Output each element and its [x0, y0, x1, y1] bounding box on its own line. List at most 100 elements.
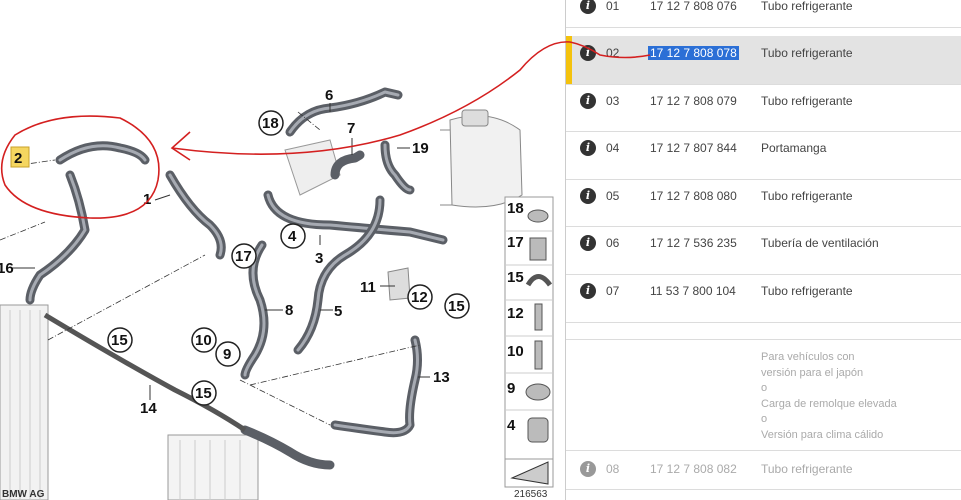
svg-text:1: 1: [143, 191, 151, 208]
svg-text:9: 9: [223, 346, 231, 363]
callout-2[interactable]: 2: [10, 146, 30, 168]
svg-text:17: 17: [507, 234, 524, 251]
callout-19[interactable]: 19: [412, 140, 429, 157]
part-row-01[interactable]: i 01 17 12 7 808 076 Tubo refrigerante: [566, 0, 961, 28]
bracket-drawing: [387, 267, 411, 301]
callout-6[interactable]: 6: [325, 87, 333, 104]
hoses: [25, 87, 448, 470]
info-icon[interactable]: i: [580, 283, 596, 299]
svg-text:4: 4: [507, 417, 516, 434]
callout-18[interactable]: 18: [258, 110, 284, 136]
note-line: Para vehículos con: [761, 351, 855, 363]
part-number[interactable]: 17 12 7 807 844: [650, 141, 737, 155]
parts-diagram[interactable]: 1 2 3 4 5 6 7 8 10 9 11 12 14 15 15 15 1…: [0, 0, 565, 500]
part-number[interactable]: 17 12 7 808 079: [650, 94, 737, 108]
note-line: versión para el japón: [761, 366, 864, 379]
part-row-02[interactable]: i 02 17 12 7 808 078 Tubo refrigerante: [566, 36, 961, 85]
svg-text:6: 6: [325, 87, 333, 104]
part-position: 05: [606, 189, 620, 203]
svg-text:9: 9: [507, 380, 515, 397]
part-name: Tubo refrigerante: [761, 94, 853, 108]
callout-16[interactable]: 16: [0, 260, 14, 277]
part-number-selected[interactable]: 17 12 7 808 078: [648, 46, 739, 60]
part-row-05[interactable]: i 05 17 12 7 808 080 Tubo refrigerante: [566, 180, 961, 227]
callout-1[interactable]: 1: [143, 191, 151, 208]
callout-9[interactable]: 9: [215, 341, 241, 367]
part-number[interactable]: 17 12 7 808 080: [650, 189, 737, 203]
part-position: 08: [606, 462, 620, 476]
svg-text:18: 18: [262, 115, 279, 132]
legend-18[interactable]: 18: [507, 200, 549, 223]
info-icon[interactable]: i: [580, 461, 596, 477]
callout-5[interactable]: 5: [334, 303, 342, 320]
svg-text:4: 4: [288, 228, 297, 245]
selection-indicator: [566, 36, 572, 84]
svg-text:17: 17: [235, 248, 252, 265]
legend-4[interactable]: 4: [507, 417, 549, 443]
svg-text:15: 15: [507, 269, 524, 286]
part-number[interactable]: 11 53 7 800 104: [650, 284, 736, 298]
callout-15c[interactable]: 15: [444, 293, 470, 319]
part-position: 06: [606, 236, 620, 250]
legend-10[interactable]: 10: [507, 340, 543, 370]
callout-15b[interactable]: 15: [191, 380, 217, 406]
note-line: Versión para clima cálido: [761, 428, 884, 441]
part-position: 03: [606, 94, 620, 108]
expansion-tank-drawing: [440, 109, 523, 208]
info-icon[interactable]: i: [580, 0, 596, 14]
svg-text:18: 18: [507, 200, 524, 217]
part-row-04[interactable]: i 04 17 12 7 807 844 Portamanga: [566, 132, 961, 180]
part-position: 04: [606, 141, 620, 155]
part-position: 02: [606, 46, 620, 60]
copyright-text: BMW AG: [2, 489, 45, 500]
part-number[interactable]: 17 12 7 536 235: [650, 236, 737, 250]
part-name: Tubo refrigerante: [761, 46, 853, 60]
part-number[interactable]: 17 12 7 808 082: [650, 462, 737, 476]
part-row-03[interactable]: i 03 17 12 7 808 079 Tubo refrigerante: [566, 85, 961, 132]
bottom-device-drawing: [167, 434, 259, 500]
callout-15a[interactable]: 15: [107, 327, 133, 353]
legend-17[interactable]: 17: [507, 234, 547, 261]
info-icon[interactable]: i: [580, 45, 596, 61]
callout-11[interactable]: 11: [360, 279, 376, 296]
info-icon[interactable]: i: [580, 140, 596, 156]
part-row-06[interactable]: i 06 17 12 7 536 235 Tubería de ventilac…: [566, 227, 961, 275]
callout-14[interactable]: 14: [140, 400, 157, 417]
legend-clip-shape-icon: [510, 461, 549, 485]
callout-10[interactable]: 10: [191, 327, 217, 353]
part-name: Portamanga: [761, 141, 827, 155]
callout-8[interactable]: 8: [285, 302, 293, 319]
note-line: Carga de remolque elevada: [761, 397, 897, 410]
note-line: o: [761, 413, 768, 425]
svg-text:7: 7: [347, 120, 355, 137]
svg-text:5: 5: [334, 303, 342, 320]
svg-text:15: 15: [195, 385, 212, 402]
info-icon[interactable]: i: [580, 188, 596, 204]
info-icon[interactable]: i: [580, 93, 596, 109]
legend-15[interactable]: 15: [507, 269, 553, 287]
callout-7[interactable]: 7: [347, 120, 355, 137]
svg-text:12: 12: [507, 305, 524, 322]
part-row-07[interactable]: i 07 11 53 7 800 104 Tubo refrigerante: [566, 275, 961, 323]
radiator-drawing: [0, 304, 49, 500]
callout-3[interactable]: 3: [315, 250, 323, 267]
info-icon[interactable]: i: [580, 235, 596, 251]
callout-4[interactable]: 4: [280, 223, 306, 249]
part-row-08[interactable]: i 08 17 12 7 808 082 Tubo refrigerante: [566, 450, 961, 490]
callout-12[interactable]: 12: [407, 284, 433, 310]
part-name: Tubo refrigerante: [761, 0, 853, 13]
spacer-row: [566, 323, 961, 340]
svg-text:12: 12: [411, 289, 428, 306]
svg-text:15: 15: [448, 298, 465, 315]
callout-17[interactable]: 17: [231, 243, 257, 269]
legend-12[interactable]: 12: [507, 303, 543, 331]
legend-9[interactable]: 9: [507, 380, 551, 401]
part-number[interactable]: 17 12 7 808 076: [650, 0, 737, 13]
svg-text:11: 11: [360, 279, 376, 296]
parts-table: i 01 17 12 7 808 076 Tubo refrigerante i…: [565, 0, 961, 500]
part-name: Tubo refrigerante: [761, 284, 853, 298]
callout-13[interactable]: 13: [433, 369, 450, 386]
svg-text:2: 2: [14, 150, 22, 167]
svg-text:10: 10: [195, 332, 212, 349]
svg-text:8: 8: [285, 302, 293, 319]
